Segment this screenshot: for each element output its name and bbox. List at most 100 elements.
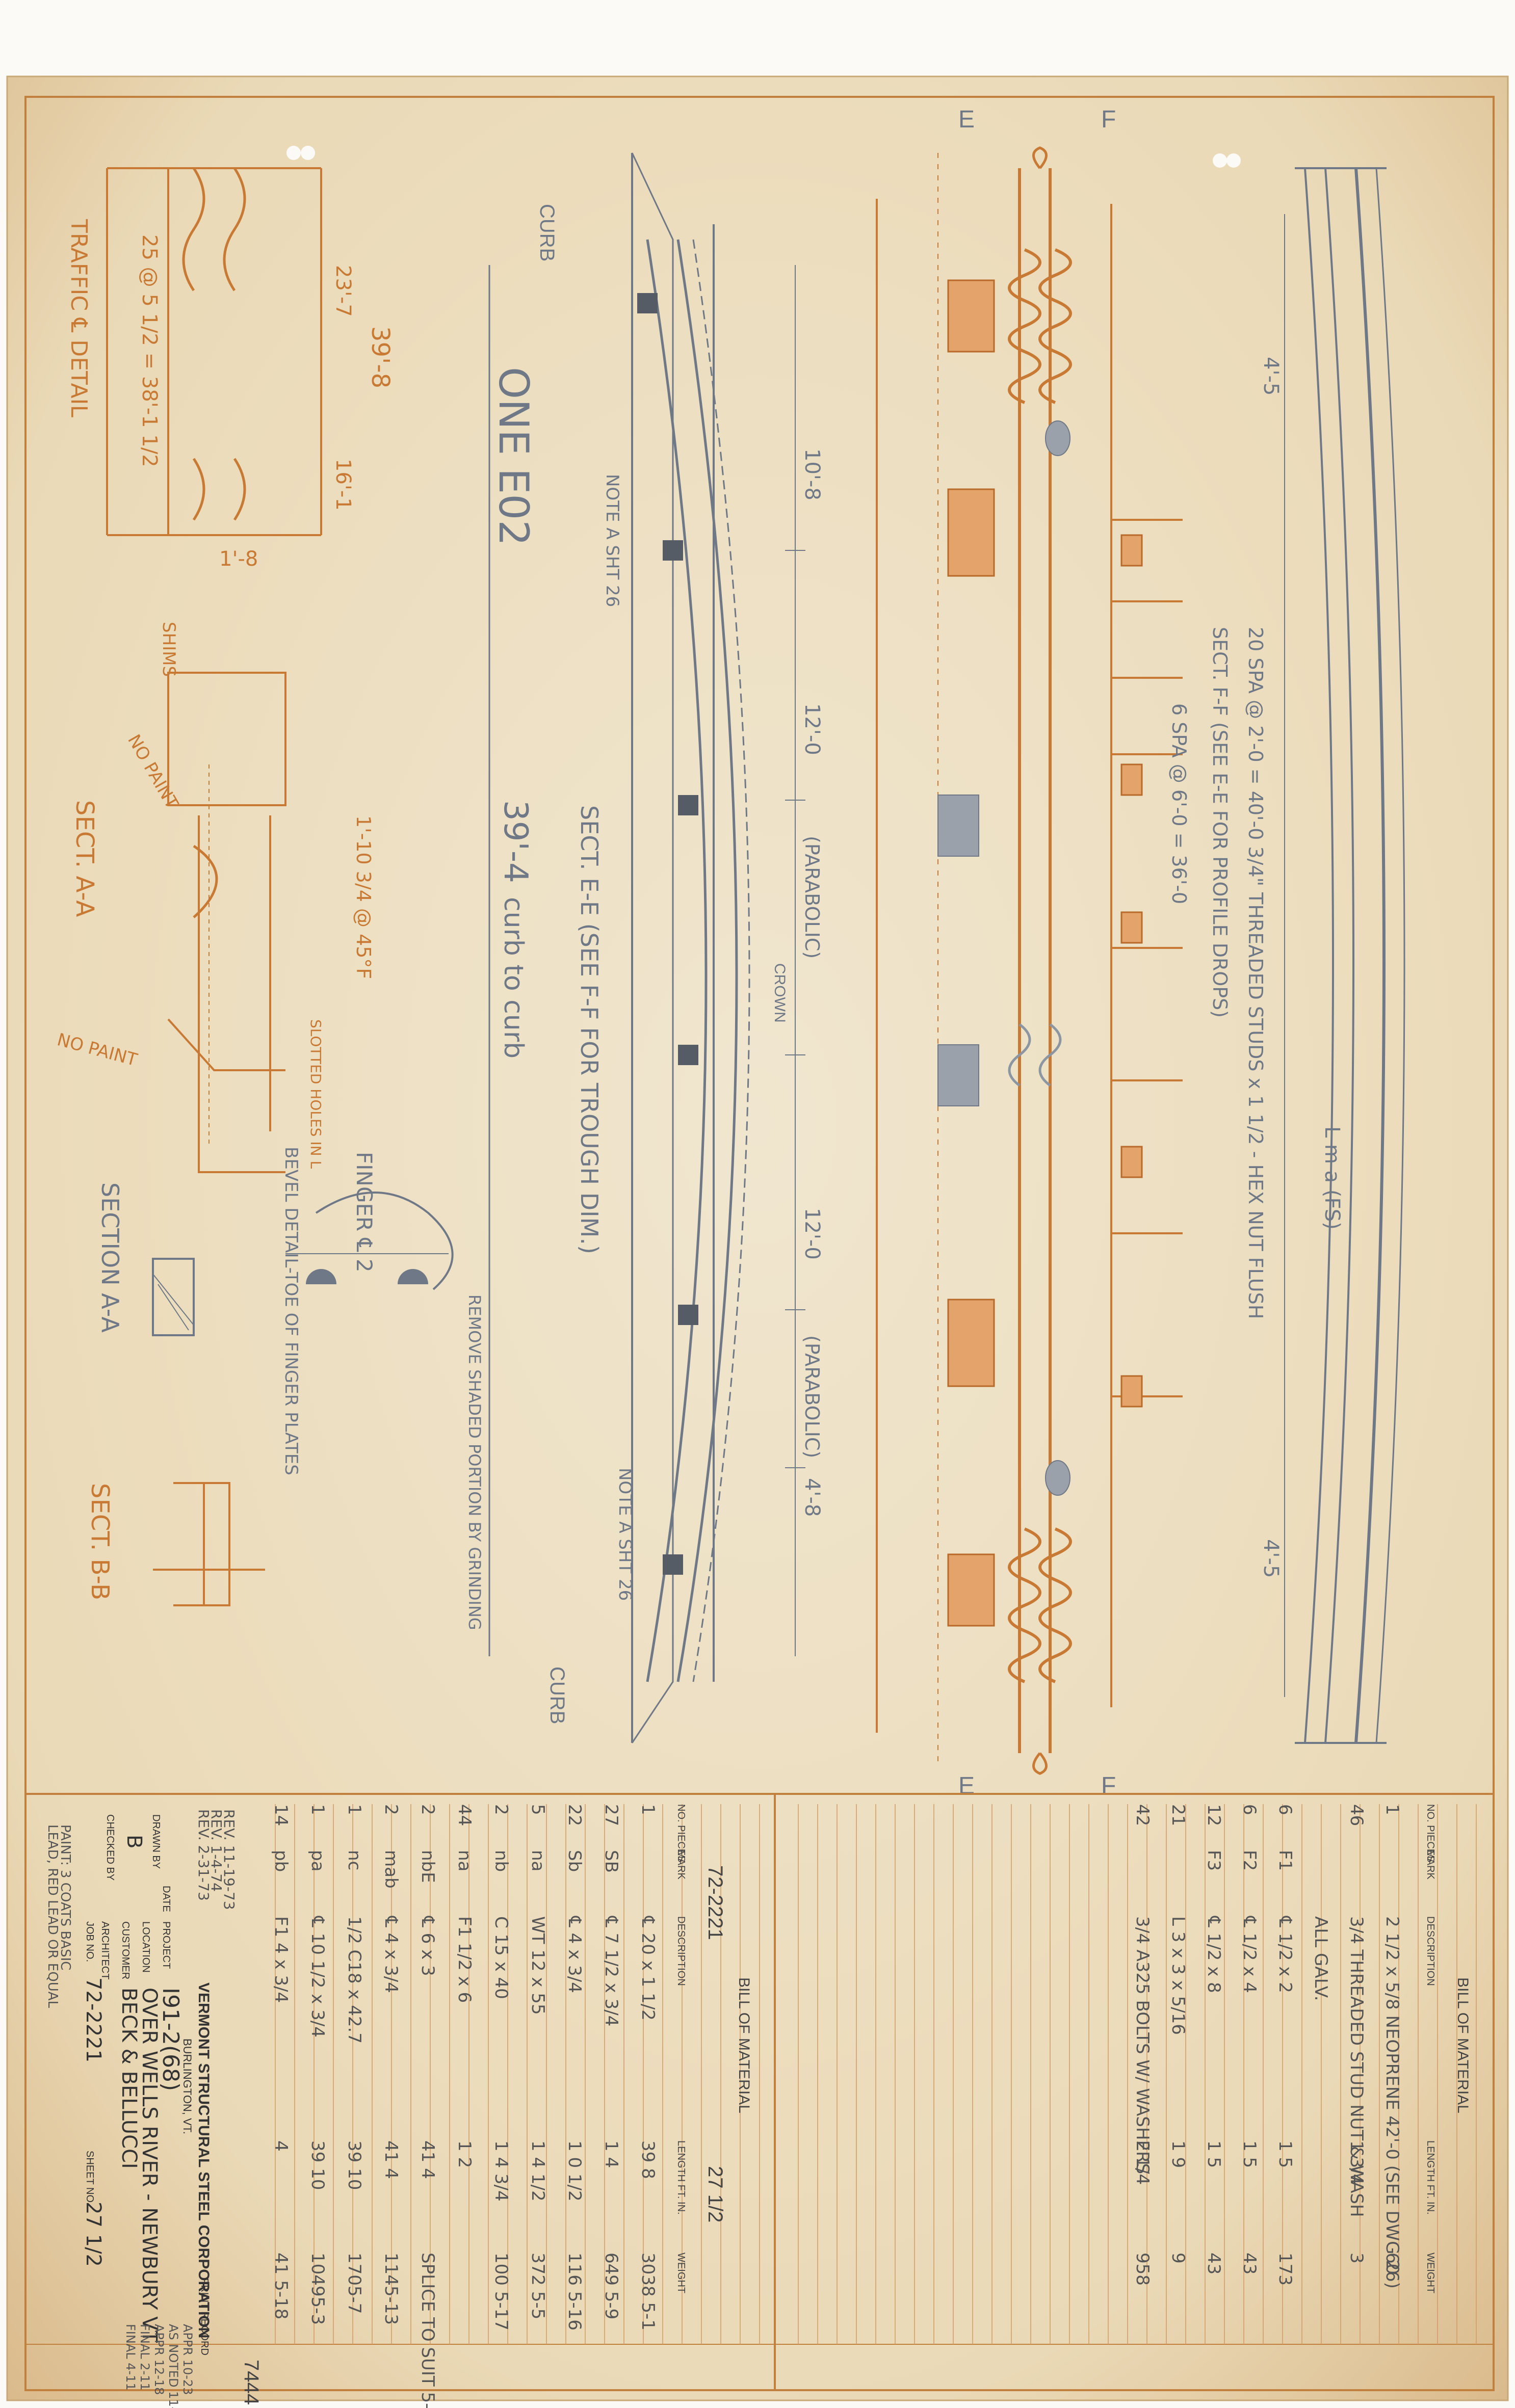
punch-hole — [1226, 153, 1241, 168]
bom-right-cell: 3 — [1346, 2253, 1367, 2264]
curb-top-label: CURB — [536, 204, 558, 261]
bom-left-cell: 100 5-17 — [491, 2253, 511, 2331]
drawn-by-value: B — [122, 1835, 146, 1848]
bom-right-cell: 2 1/4 — [1132, 2140, 1153, 2185]
bom-left-cell: 41 4 — [417, 2140, 438, 2179]
bom-left-cell: 1145-13 — [381, 2253, 401, 2325]
bom-left-cell: 5 — [528, 1804, 548, 1815]
bom-right-cell: 43 — [1239, 2253, 1260, 2274]
project-value: I91-2(68) — [158, 1988, 184, 2091]
bom-left-header: WEIGHT — [675, 2253, 687, 2293]
border-frame — [24, 96, 1495, 2391]
bom-left-header: DESCRIPTION — [675, 1916, 687, 1986]
revision-3: REV. 2-31-73 — [195, 1809, 212, 1901]
bom-left-cell: 1 — [307, 1804, 328, 1815]
e-section-marker-top: E — [958, 106, 975, 133]
print-record-entry: FINAL 4-11 — [123, 2324, 138, 2391]
bom-right-cell: 3/4 A325 BOLTS W/ WASHERS — [1132, 1916, 1153, 2174]
bom-left-cell: SPLICE TO SUIT 5-11 — [417, 2253, 438, 2408]
note-a-2: NOTE A SHT 26 — [615, 1468, 635, 1601]
revision-2: REV. 1-4-74 — [208, 1809, 225, 1892]
bom-left-header: MARK — [675, 1850, 687, 1880]
bom-right-cell: F3 — [1204, 1850, 1224, 1871]
bom-right-cell: 46 — [1346, 1804, 1367, 1826]
bom-left-title: BILL OF MATERIAL — [736, 1977, 752, 2113]
finger-bevel-detail — [152, 1192, 454, 1336]
bom-left-cell: 1 4 — [601, 2140, 621, 2168]
location-value: OVER WELLS RIVER - NEWBURY VT — [138, 1988, 161, 2343]
bom-right-cell: 1 5 — [1239, 2140, 1260, 2168]
architect-label: ARCHITECT — [99, 1921, 111, 1979]
spacing-25: 25 @ 5 1/2 = 38'-1 1/2 — [138, 234, 161, 467]
dim-1-8: 1'-8 — [219, 547, 258, 571]
bom-left-cell: 39 10 — [307, 2140, 328, 2190]
dim-4-5-top: 4'-5 — [1259, 357, 1283, 395]
sect-b-b-detail — [153, 1482, 265, 1606]
location-label: LOCATION — [140, 1921, 151, 1973]
parabolic-label-1: (PARABOLIC) — [801, 836, 823, 959]
bom-left-cell: 3038 5-1 — [638, 2253, 658, 2331]
print-record-entry: APPR 10-23 — [180, 2324, 195, 2395]
bom-left-cell: nbE — [417, 1850, 438, 1883]
revision-1: REV. 11-19-73 — [221, 1809, 238, 1910]
bom-left-cell: ℄ 7 1/2 x 3/4 — [601, 1916, 621, 2026]
bom-right-title: BILL OF MATERIAL — [1454, 1977, 1471, 2113]
bom-left-cell: nb — [491, 1850, 511, 1872]
bom-right-header: NO. PIECES — [1425, 1804, 1436, 1862]
total-weight: 7444 — [240, 2360, 263, 2405]
curb-to-curb-dim: 39'-4 — [497, 800, 534, 883]
bom-right-cell: 173 — [1275, 2253, 1295, 2286]
bom-left-cell: 41 4 — [381, 2140, 401, 2179]
bom-right-header: MARK — [1425, 1850, 1436, 1880]
bom-left-cell: ℄ 4 x 3/4 — [564, 1916, 585, 1993]
bom-right-header: DESCRIPTION — [1425, 1916, 1436, 1986]
bom-right-cell: F2 — [1239, 1850, 1260, 1871]
bom-left-cell: 1 — [344, 1804, 364, 1815]
bom-left-cell: mab — [381, 1850, 401, 1889]
bom-left-cell: 1 4 3/4 — [491, 2140, 511, 2202]
bom-left-cell: 1/2 C18 x 42.7 — [344, 1916, 364, 2044]
bom-left-cell: 10495-3 — [307, 2253, 328, 2325]
bom-left-cell: 372 5-5 — [528, 2253, 548, 2319]
bom-left-cell: 39 10 — [344, 2140, 364, 2190]
punch-hole — [286, 146, 301, 160]
dim-12-0-b: 12'-0 — [800, 1208, 824, 1260]
paint-note-2: LEAD, RED LEAD OR EQUAL — [45, 1824, 60, 2008]
dim-12-0-a: 12'-0 — [800, 703, 824, 755]
stud-spacing-note: 20 SPA @ 2'-0 = 40'-0 3/4" THREADED STUD… — [1244, 627, 1267, 1319]
bom-right-cell: L 3 x 3 x 5/16 — [1168, 1916, 1188, 2035]
bom-right-header: LENGTH FT. IN. — [1425, 2140, 1436, 2215]
bom-right-cell: ALL GALV. — [1311, 1916, 1331, 2001]
shaded-grind-portions — [306, 1269, 428, 1284]
f-section-marker-top: F — [1101, 106, 1116, 133]
project-label: PROJECT — [161, 1921, 172, 1969]
bom-left-cell: 14 — [271, 1804, 291, 1826]
bom-right-cell: ℄ 1/2 x 2 — [1275, 1916, 1295, 1993]
bom-right-cell: 6 — [1239, 1804, 1260, 1815]
remove-shaded-note: REMOVE SHADED PORTION BY GRINDING — [465, 1294, 484, 1630]
bom-left-cell: SB — [601, 1850, 621, 1873]
sheet-no-value: 27 1/2 — [82, 2202, 105, 2267]
bom-left-cell: na — [528, 1850, 548, 1871]
bom-left-cell: nc — [344, 1850, 364, 1870]
company-name: VERMONT STRUCTURAL STEEL CORPORATION — [195, 1982, 212, 2338]
dim-23-7: 23'-7 — [331, 265, 355, 317]
dim-4-8: 4'-8 — [800, 1478, 824, 1517]
e-e-stud-markers — [637, 293, 698, 1575]
one-e02-label: ONE E02 — [490, 367, 537, 546]
bom-right-cell: 1 9 — [1168, 2140, 1188, 2168]
e-section-marker-bot: E — [958, 1772, 975, 1800]
bom-left-cell: Sb — [564, 1850, 585, 1872]
bom-right-cell: 958 — [1132, 2253, 1153, 2286]
bom-left-cell: pb — [271, 1850, 291, 1872]
bevel-detail-title: BEVEL DETAIL-TOE OF FINGER PLATES — [281, 1147, 301, 1475]
bom-left-cell: 2 — [417, 1804, 438, 1815]
curb-bottom-label: CURB — [546, 1666, 568, 1724]
checked-by-label: CHECKED BY — [105, 1814, 116, 1881]
customer-value: BECK & BELLUCCI — [117, 1988, 141, 2169]
bom-right-cell: 2 1/2 x 5/8 NEOPRENE 42'-0 (SEE DWG 26) — [1382, 1916, 1402, 2289]
punch-hole — [301, 146, 315, 160]
